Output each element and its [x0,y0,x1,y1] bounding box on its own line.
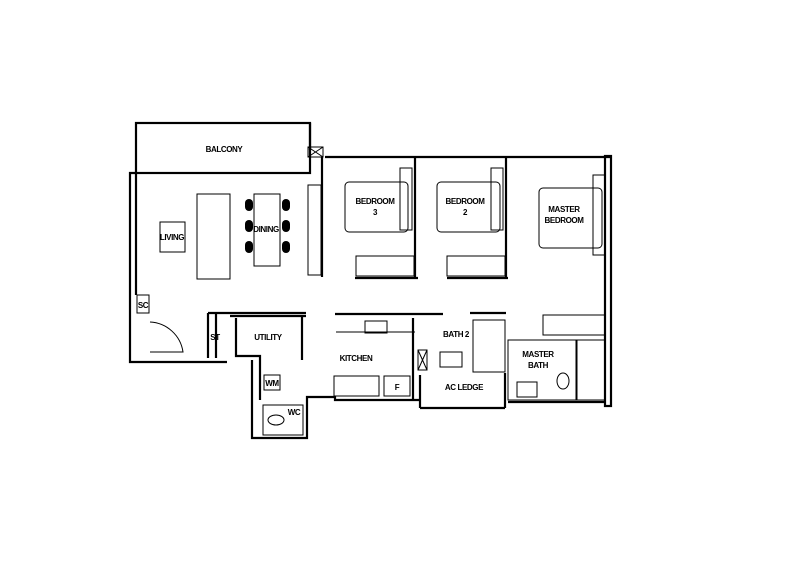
room-labels: BALCONY LIVING DINING BEDROOM 3 BEDROOM … [138,145,585,417]
label-master-bath-1: MASTER [522,350,554,359]
label-kitchen: KITCHEN [340,354,373,363]
label-wm: WM [265,379,279,388]
label-dining: DINING [253,225,279,234]
label-bedroom2: BEDROOM [446,197,486,206]
label-bedroom3: BEDROOM [356,197,396,206]
label-st: ST [210,333,220,342]
label-master-bedroom-2: BEDROOM [545,216,585,225]
label-balcony: BALCONY [206,145,244,154]
label-utility: UTILITY [254,333,282,342]
label-bedroom2-num: 2 [463,208,468,217]
label-sc: SC [138,301,149,310]
label-fridge: F [395,383,400,392]
label-bath2: BATH 2 [443,330,470,339]
label-master-bath-2: BATH [528,361,549,370]
label-master-bedroom-1: MASTER [548,205,580,214]
label-ac-ledge: AC LEDGE [445,383,484,392]
label-living: LIVING [160,233,184,242]
walls [128,121,613,440]
label-bedroom3-num: 3 [373,208,378,217]
label-wc: WC [288,408,301,417]
